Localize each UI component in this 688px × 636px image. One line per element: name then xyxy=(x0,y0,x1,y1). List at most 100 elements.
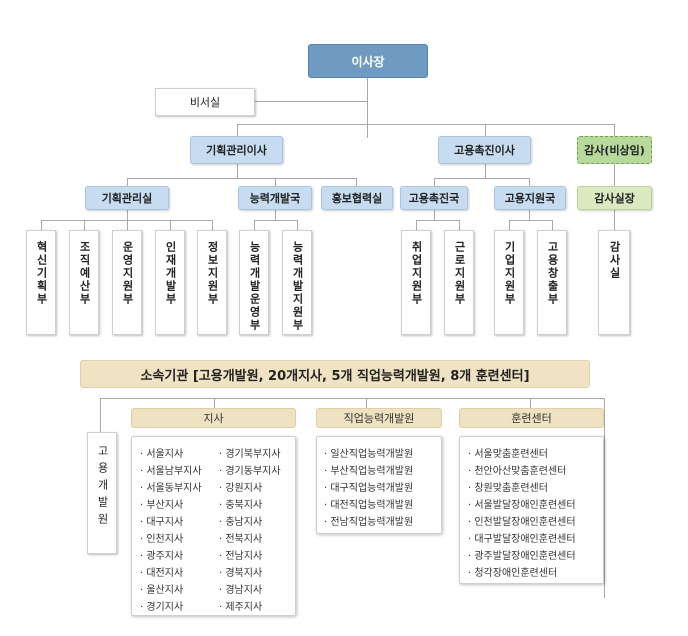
list-item: · 충남지사 xyxy=(219,517,263,528)
dept-box: 기업지원부 xyxy=(494,230,524,335)
connector xyxy=(614,210,615,230)
connector xyxy=(100,398,605,399)
connector xyxy=(367,78,368,138)
list-item: · 대구지사 xyxy=(140,517,184,528)
connector xyxy=(41,220,42,230)
dept-box: 취업지원부 xyxy=(401,230,431,335)
list-item: · 충북지사 xyxy=(219,500,263,511)
list-item: · 서울남부지사 xyxy=(140,466,202,477)
list-item: · 대전직업능력개발원 xyxy=(324,500,414,511)
list-item: · 대구발달장애인훈련센터 xyxy=(468,534,576,545)
connector xyxy=(485,124,486,136)
list-item: · 전북지사 xyxy=(219,534,263,545)
connector xyxy=(228,101,368,102)
connector xyxy=(127,178,357,179)
audit-office-box: 감사실장 xyxy=(577,186,652,210)
dept-box: 능력개발운영부 xyxy=(239,230,269,335)
list-item: · 경기동부지사 xyxy=(219,466,281,477)
list-item: · 광주발달장애인훈련센터 xyxy=(468,551,576,562)
list-item: · 부산직업능력개발원 xyxy=(324,466,414,477)
vocational-list: · 일산직업능력개발원 · 부산직업능력개발원 · 대구직업능력개발원 · 대전… xyxy=(316,436,442,534)
list-item: · 전남직업능력개발원 xyxy=(324,517,414,528)
connector xyxy=(356,178,357,186)
connector xyxy=(212,220,213,230)
vocational-header: 직업능력개발원 xyxy=(316,408,442,428)
connector xyxy=(529,178,530,186)
connector xyxy=(254,220,297,221)
secretary-box: 비서실 xyxy=(155,88,255,116)
list-item: · 서울동부지사 xyxy=(140,483,202,494)
list-item: · 서울맞춤훈련센터 xyxy=(468,449,548,460)
dept-box: 감사실 xyxy=(598,230,630,335)
connector xyxy=(552,220,553,230)
connector xyxy=(297,220,298,230)
employment-director-box: 고용촉진이사 xyxy=(438,136,531,164)
dev-institute-box: 고용개발원 xyxy=(87,432,117,554)
connector xyxy=(434,178,530,179)
connector xyxy=(127,220,128,230)
connector xyxy=(434,210,435,220)
connector xyxy=(237,124,238,136)
dept-box: 근로지원부 xyxy=(444,230,474,335)
dept-box: 인재개발부 xyxy=(155,230,185,335)
list-item: · 청각장애인훈련센터 xyxy=(468,568,558,579)
list-item: · 대구직업능력개발원 xyxy=(324,483,414,494)
connector xyxy=(604,398,605,598)
dept-box: 운영지원부 xyxy=(112,230,142,335)
list-item: · 강원지사 xyxy=(219,483,263,494)
support-bureau-box: 고용지원국 xyxy=(494,186,566,210)
connector xyxy=(170,220,171,230)
pr-office-box: 홍보협력실 xyxy=(321,186,393,210)
list-item: · 경북지사 xyxy=(219,568,263,579)
dept-box: 혁신기획부 xyxy=(26,230,56,335)
connector xyxy=(275,178,276,186)
employment-bureau-box: 고용촉진국 xyxy=(400,186,468,210)
list-item: · 서울지사 xyxy=(140,449,184,460)
connector xyxy=(254,220,255,230)
connector xyxy=(434,178,435,186)
list-item: · 제주지사 xyxy=(219,602,263,613)
dept-box: 능력개발지원부 xyxy=(282,230,312,335)
dept-box: 조직예산부 xyxy=(69,230,99,335)
connector xyxy=(530,398,531,408)
connector xyxy=(416,220,417,230)
training-list: · 서울맞춤훈련센터 · 천안아산맞춤훈련센터 · 창원맞춤훈련센터 · 서울발… xyxy=(459,436,604,584)
list-item: · 대전지사 xyxy=(140,568,184,579)
connector xyxy=(459,220,460,230)
connector xyxy=(127,210,128,220)
connector xyxy=(84,220,85,230)
list-item: · 경남지사 xyxy=(219,585,263,596)
connector xyxy=(127,178,128,186)
connector xyxy=(509,220,552,221)
connector xyxy=(614,124,615,136)
dept-box: 고용창출부 xyxy=(537,230,567,335)
chairman-box: 이사장 xyxy=(308,44,428,78)
planning-office-box: 기획관리실 xyxy=(85,186,169,210)
training-header: 훈련센터 xyxy=(459,408,604,428)
list-item: · 광주지사 xyxy=(140,551,184,562)
planning-director-box: 기획관리이사 xyxy=(190,136,283,164)
list-item: · 부산지사 xyxy=(140,500,184,511)
branches-header: 지사 xyxy=(131,408,296,428)
list-item: · 서울발달장애인훈련센터 xyxy=(468,500,576,511)
connector xyxy=(237,164,238,178)
connector xyxy=(214,398,215,408)
connector xyxy=(416,220,459,221)
connector xyxy=(614,164,615,186)
connector xyxy=(100,398,101,432)
ability-bureau-box: 능력개발국 xyxy=(238,186,312,210)
list-item: · 경기북부지사 xyxy=(219,449,281,460)
auditor-box: 감사(비상임) xyxy=(577,136,652,164)
list-item: · 창원맞춤훈련센터 xyxy=(468,483,548,494)
dept-box: 정보지원부 xyxy=(197,230,227,335)
branches-list: · 서울지사 · 서울남부지사 · 서울동부지사 · 부산지사 · 대구지사 ·… xyxy=(131,436,296,616)
connector xyxy=(529,210,530,220)
list-item: · 인천발달장애인훈련센터 xyxy=(468,517,576,528)
connector xyxy=(237,124,615,125)
connector xyxy=(275,210,276,220)
connector xyxy=(485,164,486,178)
list-item: · 인천지사 xyxy=(140,534,184,545)
connector xyxy=(366,398,367,408)
connector xyxy=(509,220,510,230)
list-item: · 천안아산맞춤훈련센터 xyxy=(468,466,567,477)
